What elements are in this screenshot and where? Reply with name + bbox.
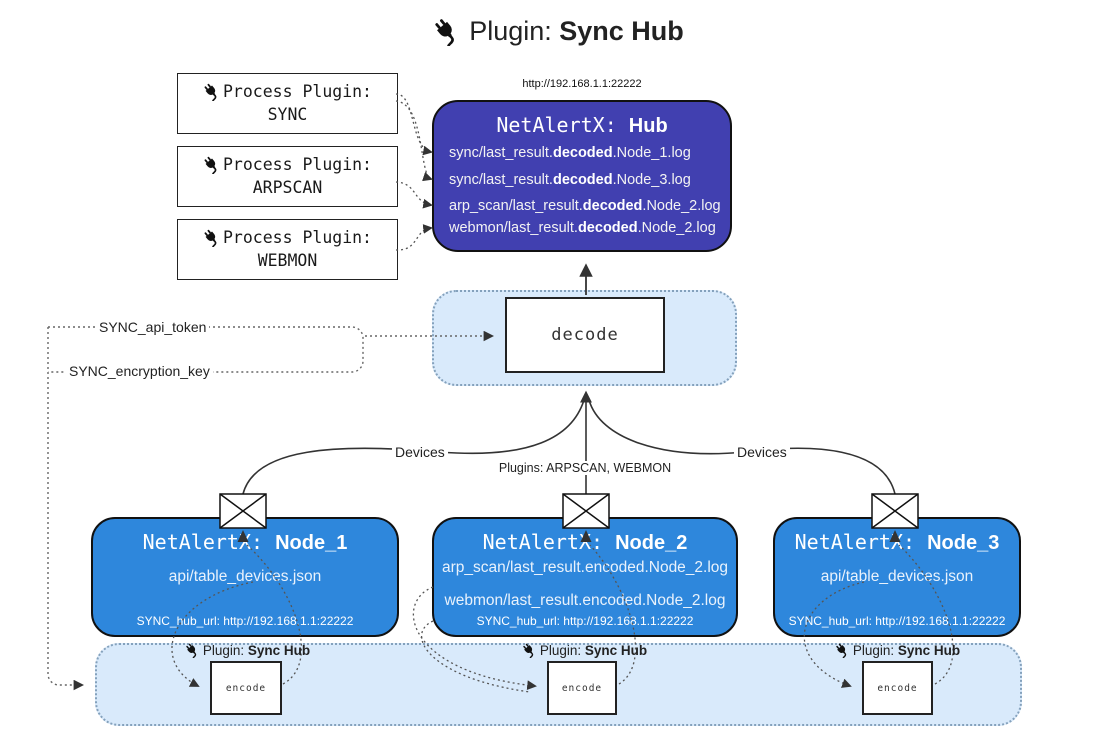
plug-icon [433, 18, 461, 46]
hub-log-line: sync/last_result.decoded.Node_1.log [449, 145, 691, 161]
process-plugin-label: Process Plugin: [222, 155, 372, 175]
node-hub-url: SYNC_hub_url: http://192.168.1.1:22222 [788, 614, 1006, 628]
node-3-box: NetAlertX: Node_3 api/table_devices.json… [773, 517, 1021, 637]
node-hub-url: SYNC_hub_url: http://192.168.1.1:22222 [136, 614, 354, 628]
encode-box-2: encode [547, 661, 617, 715]
edge-label-devices-left: Devices [392, 444, 448, 460]
plug-icon [203, 156, 221, 174]
node-1-box: NetAlertX: Node_1 api/table_devices.json… [91, 517, 399, 637]
page-title-prefix: Plugin: [469, 16, 560, 46]
edge-label-plugins-middle: Plugins: ARPSCAN, WEBMON [490, 461, 680, 475]
node-to-decode-edges [242, 390, 896, 495]
process-plugin-sync: Process Plugin: SYNC [177, 73, 398, 134]
process-plugin-webmon: Process Plugin: WEBMON [177, 219, 398, 280]
process-plugin-name: WEBMON [257, 250, 318, 270]
process-plugin-label: Process Plugin: [222, 82, 372, 102]
encoder-1-label: Plugin: Sync Hub [175, 643, 320, 658]
plug-icon [203, 229, 221, 247]
node-file-line: arp_scan/last_result.encoded.Node_2.log [441, 559, 729, 576]
plug-icon [522, 643, 537, 658]
process-plugin-label: Process Plugin: [222, 228, 372, 248]
node-file-line: webmon/last_result.encoded.Node_2.log [444, 592, 726, 609]
node-title: NetAlertX: Node_3 [794, 530, 1000, 554]
node-2-box: NetAlertX: Node_2 arp_scan/last_result.e… [432, 517, 738, 637]
sync-api-token-label: SYNC_api_token [96, 319, 210, 335]
hub-log-line: webmon/last_result.decoded.Node_2.log [449, 220, 716, 236]
node-file-line: api/table_devices.json [820, 568, 974, 585]
hub-log-line: arp_scan/last_result.decoded.Node_2.log [449, 198, 721, 214]
plug-icon [185, 643, 200, 658]
node-title: NetAlertX: Node_2 [482, 530, 688, 554]
edge-label-devices-right: Devices [734, 444, 790, 460]
encode-box-1: encode [210, 661, 282, 715]
sync-encryption-key-label: SYNC_encryption_key [66, 363, 213, 379]
node-file-line: api/table_devices.json [168, 568, 322, 585]
hub-title: NetAlertX: Hub [496, 113, 668, 137]
decode-box: decode [505, 297, 665, 373]
hub-url: http://192.168.1.1:22222 [522, 78, 642, 90]
page-title-name: Sync Hub [559, 16, 684, 46]
plugin-to-hub-connectors [395, 93, 433, 251]
node-title: NetAlertX: Node_1 [142, 530, 348, 554]
encoder-3-label: Plugin: Sync Hub [825, 643, 970, 658]
process-plugin-name: SYNC [267, 104, 308, 124]
plug-icon [835, 643, 850, 658]
process-plugin-arpscan: Process Plugin: ARPSCAN [177, 146, 398, 207]
encode-box-3: encode [862, 661, 933, 715]
page-title: Plugin: Sync Hub [0, 16, 1117, 47]
encoder-2-label: Plugin: Sync Hub [512, 643, 657, 658]
plug-icon [203, 83, 221, 101]
node-hub-url: SYNC_hub_url: http://192.168.1.1:22222 [476, 614, 694, 628]
hub-log-line: sync/last_result.decoded.Node_3.log [449, 172, 691, 188]
process-plugin-name: ARPSCAN [252, 177, 323, 197]
hub-box: NetAlertX: Hub sync/last_result.decoded.… [432, 100, 732, 252]
